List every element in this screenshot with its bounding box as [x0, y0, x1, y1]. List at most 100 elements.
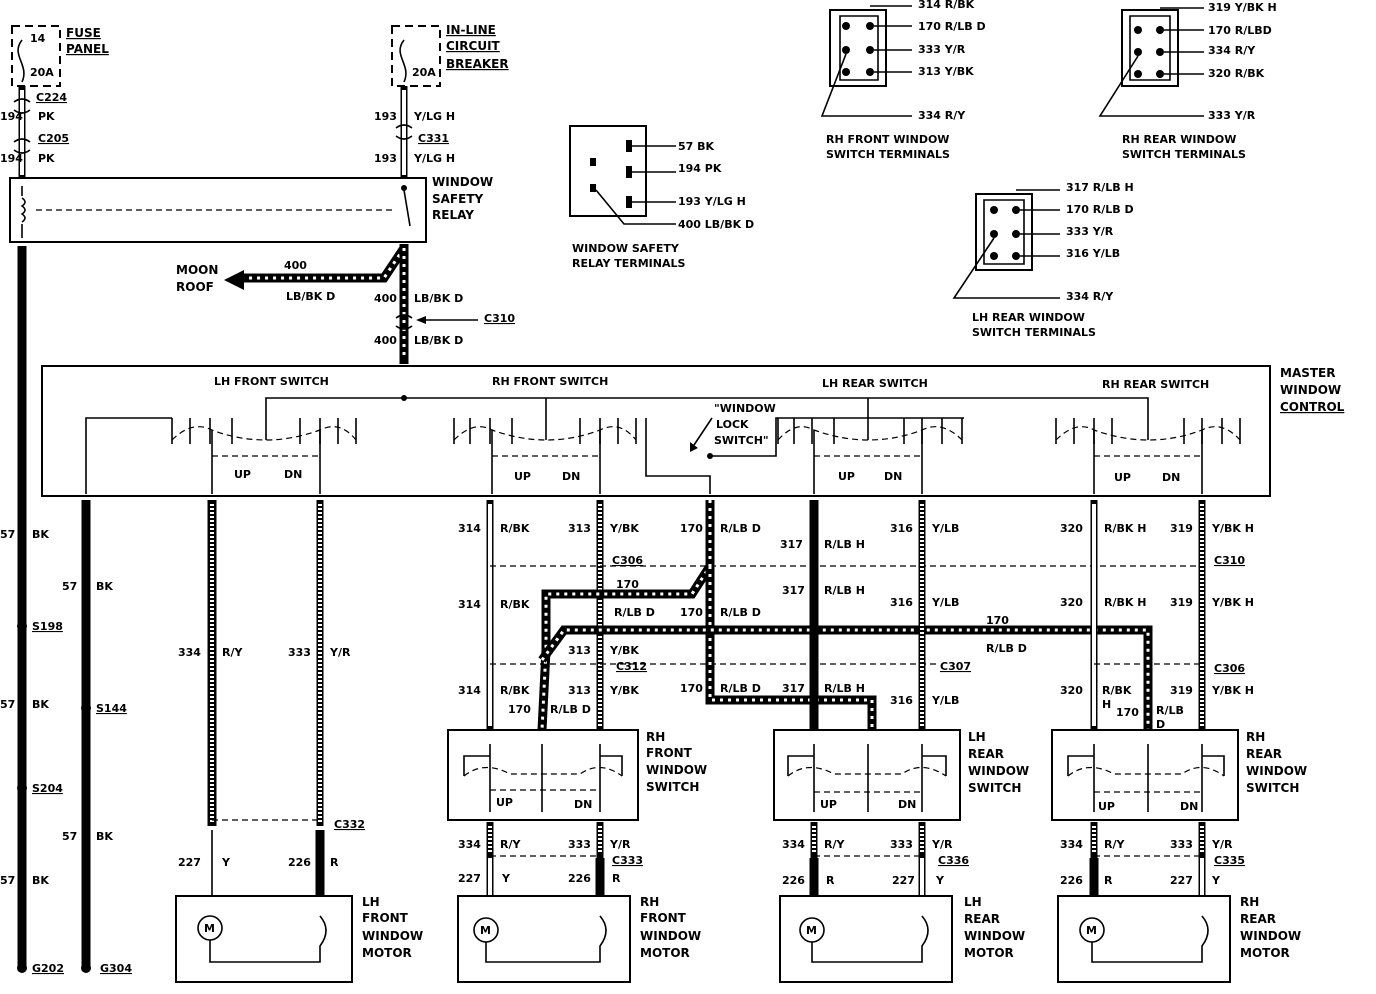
relay-terminal-3: 193 Y/LG H [678, 195, 746, 208]
ground-g304: G304 [100, 962, 132, 975]
wire-57-label-a: 57 [0, 528, 15, 541]
motor-m-rhf: M [480, 924, 491, 937]
fuse-panel-title-1: FUSE [66, 26, 101, 40]
wire-rbk-label-c2: R/BK [1102, 684, 1132, 697]
rhf-switch-up: UP [496, 796, 513, 809]
lhr-terminal-5: 334 R/Y [1066, 290, 1114, 303]
rhr-switch-label-3: WINDOW [1246, 764, 1307, 778]
rh-front-window-switch[interactable]: UP DN RH FRONT WINDOW SWITCH [447, 729, 707, 821]
master-title-1: MASTER [1280, 366, 1336, 380]
wire-rbkh-label-b: R/BK H [1104, 596, 1146, 609]
wire-rlbd-label-b: R/LB D [614, 606, 655, 619]
lhr-switch-up: UP [820, 798, 837, 811]
rhf-motor-label-1: RH [640, 895, 659, 909]
wire-bk-label-e: BK [96, 830, 113, 843]
wire-57-label-d: 57 [62, 580, 77, 593]
lhr-switch-label-1: LH [968, 730, 986, 744]
wire-r-label-rhr: R [1104, 874, 1113, 887]
lh-rear-master-switch[interactable]: UP DN [777, 418, 963, 494]
rh-front-master-switch[interactable]: UP DN [453, 418, 637, 494]
wire-d-label-g: D [1156, 718, 1165, 731]
lh-rear-window-motor: M LH REAR WINDOW MOTOR [779, 895, 1025, 983]
rhf-switch-label-3: WINDOW [646, 763, 707, 777]
connector-c310-bottom: C310 [1214, 554, 1245, 567]
wire-227-label-rhr: 227 [1170, 874, 1193, 887]
lhr-motor-label-4: MOTOR [964, 946, 1014, 960]
wire-y-label-lhr: Y [935, 874, 945, 887]
moon-roof-wire: 400 [284, 259, 307, 272]
wire-bk-label-d: BK [96, 580, 113, 593]
lh-rear-window-switch[interactable]: UP DN LH REAR WINDOW SWITCH [773, 729, 1029, 821]
master-title-3: CONTROL [1280, 400, 1345, 414]
wire-226-label-lhf: 226 [288, 856, 311, 869]
lhr-terminals-caption-1: LH REAR WINDOW [972, 311, 1085, 324]
rhr-switch-up: UP [1098, 800, 1115, 813]
wire-ry-label-lhf: R/Y [222, 646, 243, 659]
lhr-terminals-caption-2: SWITCH TERMINALS [972, 326, 1096, 339]
wire-rlbh-label-b: R/LB H [824, 584, 865, 597]
wire-317-label-a: 317 [780, 538, 803, 551]
lhf-motor-label-4: MOTOR [362, 946, 412, 960]
wire-334-label-lhr: 334 [782, 838, 805, 851]
wire-lbbkd-label-a: LB/BK D [414, 292, 463, 305]
wire-170-label-f: 170 [508, 703, 531, 716]
master-title-2: WINDOW [1280, 383, 1341, 397]
relay-terminal-4: 400 LB/BK D [678, 218, 754, 231]
breaker-title-3: BREAKER [446, 57, 509, 71]
master-window-control: MASTER WINDOW CONTROL LH FRONT SWITCH RH… [41, 365, 1345, 497]
window-lock-label-2: LOCK [716, 418, 749, 431]
lh-rear-dn: DN [884, 470, 902, 483]
wire-y-label-rhr: Y [1211, 874, 1221, 887]
moon-roof-feed: MOON ROOF 400 LB/BK D [176, 245, 408, 303]
relay-title-1: WINDOW [432, 175, 493, 189]
ground-g202: G202 [32, 962, 64, 975]
rhr-terminals-caption-1: RH REAR WINDOW [1122, 133, 1236, 146]
wire-ry-label-rhr: R/Y [1104, 838, 1125, 851]
wire-317-label-c: 317 [782, 682, 805, 695]
rh-rear-window-switch[interactable]: UP DN RH REAR WINDOW SWITCH [1051, 729, 1307, 821]
wire-193-label-a: 193 [374, 110, 397, 123]
wire-yr-label-lhf: Y/R [329, 646, 351, 659]
wire-rlb-label-g: R/LB [1156, 704, 1184, 717]
wire-226-label-lhr: 226 [782, 874, 805, 887]
wire-314-label-a: 314 [458, 522, 481, 535]
wire-ybk-label-a: Y/BK [609, 522, 639, 535]
lh-front-switch-label: LH FRONT SWITCH [214, 375, 329, 388]
lhf-motor-label-1: LH [362, 895, 380, 909]
wire-yr-label-rhr: Y/R [1211, 838, 1233, 851]
motor-m-lhf: M [204, 922, 215, 935]
rhr-terminal-4: 320 R/BK [1208, 67, 1265, 80]
wire-333-label-lhf: 333 [288, 646, 311, 659]
wire-ybk-label-c: Y/BK [609, 684, 639, 697]
wire-ylb-label-a: Y/LB [931, 522, 959, 535]
wire-320-label-c: 320 [1060, 684, 1083, 697]
rhr-switch-label-1: RH [1246, 730, 1265, 744]
lh-front-up: UP [234, 468, 251, 481]
window-lock-label-3: SWITCH" [714, 434, 769, 447]
rhr-motor-label-4: MOTOR [1240, 946, 1290, 960]
wire-r-label-lhr: R [826, 874, 835, 887]
rh-rear-master-switch[interactable]: UP DN [1055, 418, 1241, 494]
rhf-terminal-3: 333 Y/R [918, 43, 966, 56]
window-lock-switch[interactable]: "WINDOW LOCK SWITCH" [645, 402, 964, 494]
rhf-terminal-4: 313 Y/BK [918, 65, 974, 78]
wire-170-label-a: 170 [680, 522, 703, 535]
wire-r-label-rhf: R [612, 872, 621, 885]
lhr-motor-label-3: WINDOW [964, 929, 1025, 943]
wire-314-label-b: 314 [458, 598, 481, 611]
wire-ylgh-label-b: Y/LG H [413, 152, 455, 165]
wire-320-label-b: 320 [1060, 596, 1083, 609]
splice-s204: S204 [32, 782, 63, 795]
relay-terminals-caption-2: RELAY TERMINALS [572, 257, 686, 270]
lhr-terminal-3: 333 Y/R [1066, 225, 1114, 238]
wire-ybkh-label-a: Y/BK H [1211, 522, 1254, 535]
rhf-switch-label-4: SWITCH [646, 780, 699, 794]
wire-bk-label-a: BK [32, 528, 49, 541]
wire-ry-label-lhr: R/Y [824, 838, 845, 851]
lh-rear-switch-terminals: 317 R/LB H 170 R/LB D 333 Y/R 316 Y/LB 3… [952, 181, 1134, 339]
wire-ry-label-rhf: R/Y [500, 838, 521, 851]
wire-ybkh-label-b: Y/BK H [1211, 596, 1254, 609]
wire-333-label-lhr: 333 [890, 838, 913, 851]
wire-227-label-lhr: 227 [892, 874, 915, 887]
lh-front-master-switch[interactable]: UP DN [171, 418, 357, 494]
